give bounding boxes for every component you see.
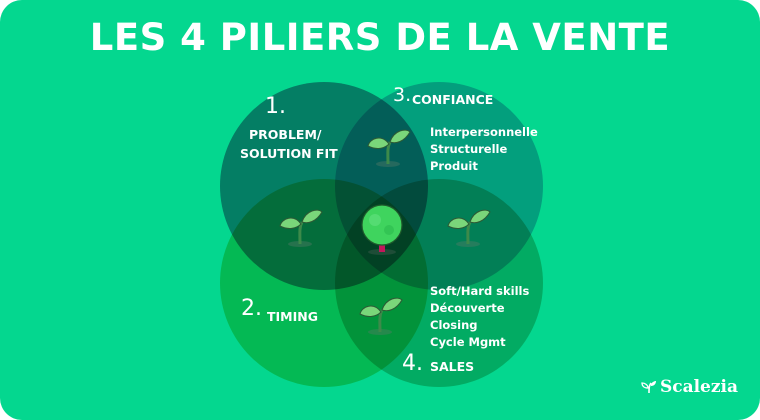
page-title: LES 4 PILIERS DE LA VENTE [89,16,671,59]
list-item: Structurelle [430,142,508,156]
list-item: Découverte [430,301,505,315]
pillar-3-name: CONFIANCE [412,92,494,107]
pillar-4-number: 4. [402,351,423,376]
pillar-4-name: SALES [430,359,475,374]
list-item: Produit [430,159,478,173]
pillar-1-name-line1: PROBLEM/ [249,127,322,142]
logo-text: Scalezia [659,377,738,397]
pillar-1-number: 1. [265,94,286,119]
leaf-icon [641,381,656,394]
pillar-3-number: 3. [393,84,412,106]
pillar-4-list: Soft/Hard skills Découverte Closing Cycl… [430,283,529,351]
list-item: Closing [430,318,478,332]
pillar-2-name: TIMING [267,309,318,324]
scalezia-logo: Scalezia [641,377,738,397]
pillar-1-name-line2: SOLUTION FIT [240,146,338,161]
pillar-3-list: Interpersonnelle Structurelle Produit [430,124,538,175]
pillar-2-number: 2. [241,296,262,321]
tree-icon [361,204,403,255]
list-item: Cycle Mgmt [430,335,506,349]
list-item: Soft/Hard skills [430,284,530,298]
list-item: Interpersonnelle [430,125,538,139]
